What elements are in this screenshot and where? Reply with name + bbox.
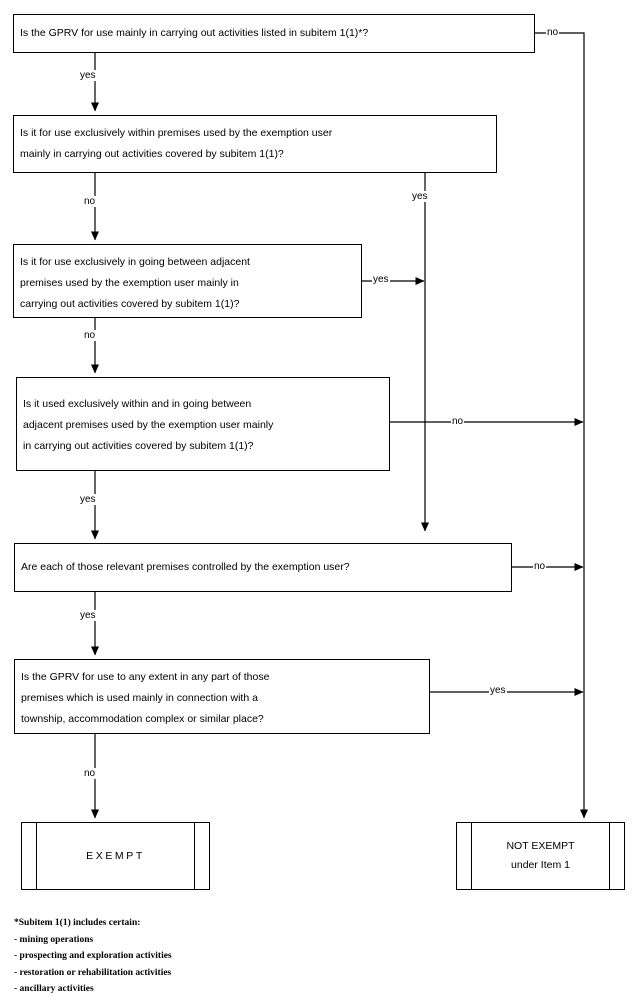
decision-box-q3-line-3: carrying out activities covered by subit… bbox=[20, 298, 240, 310]
edge-label-q1-no: no bbox=[546, 27, 560, 38]
edge-label-q2-yes: yes bbox=[411, 191, 429, 202]
decision-box-q4-line-3: in carrying out activities covered by su… bbox=[23, 440, 254, 452]
decision-box-q1-line-1: Is the GPRV for use mainly in carrying o… bbox=[20, 27, 369, 39]
footnote-item-4: - ancillary activities bbox=[14, 984, 94, 994]
decision-box-q2[interactable]: Is it for use exclusively within premise… bbox=[13, 115, 497, 173]
footnote-item-3: - restoration or rehabilitation activiti… bbox=[14, 967, 172, 978]
terminal-not-exempt-body: NOT EXEMPT under Item 1 bbox=[472, 823, 609, 889]
decision-box-q1[interactable]: Is the GPRV for use mainly in carrying o… bbox=[13, 14, 535, 53]
edge-q1-no bbox=[535, 32, 588, 819]
edge-label-q3-yes: yes bbox=[372, 274, 390, 285]
decision-box-q4-line-1: Is it used exclusively within and in goi… bbox=[23, 398, 252, 410]
edge-label-q6-yes: yes bbox=[489, 685, 507, 696]
decision-box-q6-line-3: township, accommodation complex or simil… bbox=[21, 713, 264, 725]
decision-box-q6[interactable]: Is the GPRV for use to any extent in any… bbox=[14, 659, 430, 734]
edge-label-q4-yes: yes bbox=[79, 494, 97, 505]
terminal-not-exempt-left-bar bbox=[457, 823, 472, 889]
decision-box-q4-line-2: adjacent premises used by the exemption … bbox=[23, 419, 274, 431]
edge-label-q1-yes: yes bbox=[79, 70, 97, 81]
terminal-exempt-right-bar bbox=[194, 823, 209, 889]
terminal-not-exempt[interactable]: NOT EXEMPT under Item 1 bbox=[456, 822, 625, 890]
terminal-exempt[interactable]: EXEMPT bbox=[21, 822, 210, 890]
edge-label-q5-no: no bbox=[533, 561, 547, 572]
terminal-not-exempt-label-line-2: under Item 1 bbox=[511, 859, 570, 871]
decision-box-q2-line-1: Is it for use exclusively within premise… bbox=[20, 127, 333, 139]
footnote-item-1: - mining operations bbox=[14, 934, 94, 945]
edge-label-q6-no: no bbox=[83, 768, 97, 779]
decision-box-q4[interactable]: Is it used exclusively within and in goi… bbox=[16, 377, 390, 471]
terminal-not-exempt-right-bar bbox=[609, 823, 624, 889]
footnote-item-2: - prospecting and exploration activities bbox=[14, 951, 172, 961]
edge-label-q2-no: no bbox=[83, 196, 97, 207]
decision-box-q6-line-2: premises which is used mainly in connect… bbox=[21, 692, 258, 704]
decision-box-q2-line-2: mainly in carrying out activities covere… bbox=[20, 148, 284, 160]
decision-box-q6-line-1: Is the GPRV for use to any extent in any… bbox=[21, 671, 270, 683]
footnote-heading: *Subitem 1(1) includes certain: bbox=[14, 918, 141, 928]
footnote: *Subitem 1(1) includes certain: - mining… bbox=[14, 915, 414, 998]
edge-label-q5-yes: yes bbox=[79, 610, 97, 621]
decision-box-q5-line-1: Are each of those relevant premises cont… bbox=[21, 561, 350, 573]
decision-box-q3-line-2: premises used by the exemption user main… bbox=[20, 277, 239, 289]
edge-label-q3-no: no bbox=[83, 330, 97, 341]
edge-label-q4-no: no bbox=[451, 416, 465, 427]
terminal-not-exempt-label-line-1: NOT EXEMPT bbox=[506, 840, 575, 852]
decision-box-q5[interactable]: Are each of those relevant premises cont… bbox=[14, 543, 512, 592]
terminal-exempt-left-bar bbox=[22, 823, 37, 889]
decision-box-q3[interactable]: Is it for use exclusively in going betwe… bbox=[13, 244, 362, 318]
terminal-exempt-label: EXEMPT bbox=[86, 849, 145, 862]
decision-box-q3-line-1: Is it for use exclusively in going betwe… bbox=[20, 256, 250, 268]
terminal-exempt-body: EXEMPT bbox=[37, 823, 194, 889]
